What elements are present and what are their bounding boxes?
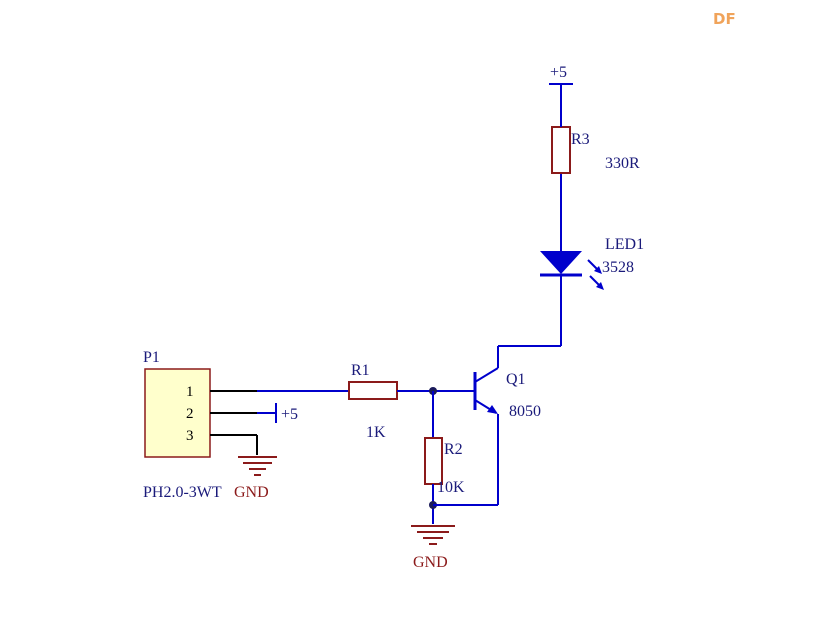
pin-2-power-label: +5 xyxy=(281,406,298,423)
top-power-label: +5 xyxy=(550,64,567,81)
connector-ref-label: P1 xyxy=(143,349,160,366)
connector-pin-2-label: 2 xyxy=(186,406,194,422)
connector-pin-3-label: 3 xyxy=(186,428,194,444)
connector-pin-1-label: 1 xyxy=(186,384,194,400)
resistor-r3-value: 330R xyxy=(605,155,640,172)
resistor-r1-value: 1K xyxy=(366,424,386,441)
transistor-q1-ref: Q1 xyxy=(506,371,526,388)
resistor-r3-ref: R3 xyxy=(571,131,590,148)
main-ground-icon xyxy=(411,525,455,545)
connector-body xyxy=(144,368,211,458)
led-ref: LED1 xyxy=(605,236,644,253)
connector-part-label: PH2.0-3WT xyxy=(143,484,222,501)
resistor-r2-body xyxy=(424,437,443,485)
transistor-q1-icon xyxy=(473,346,499,414)
resistor-r1-ref: R1 xyxy=(351,362,370,379)
connector-ground-icon xyxy=(238,456,277,476)
resistor-r3-body xyxy=(551,126,571,174)
resistor-r2-value: 10K xyxy=(437,479,465,496)
resistor-r1-body xyxy=(348,381,398,400)
led-icon xyxy=(540,251,604,290)
resistor-r2-ref: R2 xyxy=(444,441,463,458)
main-ground-label: GND xyxy=(413,554,448,571)
transistor-q1-part: 8050 xyxy=(509,403,541,420)
led-part: 3528 xyxy=(602,259,634,276)
df-logo: DF xyxy=(713,10,736,28)
connector-ground-label: GND xyxy=(234,484,269,501)
